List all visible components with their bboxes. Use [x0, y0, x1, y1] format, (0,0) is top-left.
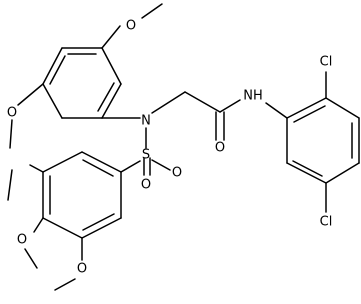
amide-nh-label: NH [243, 89, 263, 104]
oxygen-methoxy-meta-label: O [77, 262, 87, 277]
oxygen-carbonyl-label: O [215, 141, 225, 156]
acetamide-bonds [184, 91, 288, 141]
chlorine-bottom-label: Cl [320, 215, 333, 230]
oxygen-sulfonyl-bottom-label: O [141, 178, 151, 193]
methoxy-meta [54, 237, 83, 291]
dimethoxyphenyl-ring [42, 47, 122, 119]
oxygen-methoxy-top-label: O [126, 19, 136, 34]
methoxy-top [101, 3, 163, 49]
oxygen-methoxy-left-label: O [7, 106, 17, 121]
amine-bonds [101, 91, 186, 149]
chlorine-top-label: Cl [320, 55, 333, 70]
methoxy-para [7, 164, 44, 269]
oxygen-methoxy-para-label: O [17, 233, 27, 248]
nitrogen-label: N [141, 114, 151, 129]
sulfonyl-bonds [120, 157, 171, 176]
dichlorophenyl-ring [286, 97, 360, 184]
oxygen-sulfonyl-right-label: O [172, 166, 182, 181]
methoxy-left [9, 83, 44, 149]
veratryl-ring [42, 151, 122, 239]
sulfur-label: S [142, 148, 150, 163]
